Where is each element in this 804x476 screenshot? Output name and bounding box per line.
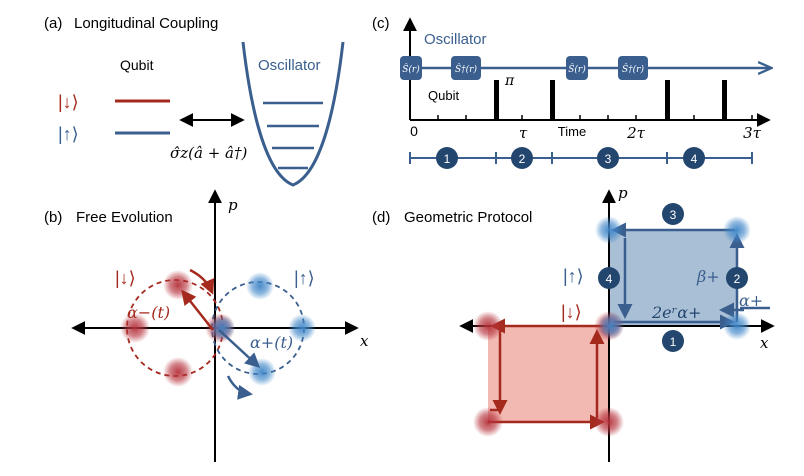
- alpha-plus-label: α+(t): [250, 333, 293, 352]
- time-ticks: [437, 115, 753, 120]
- svg-text:4: 4: [606, 272, 613, 286]
- svg-text:1: 1: [444, 152, 451, 166]
- d-step-badge-3: 3: [662, 203, 684, 225]
- alpha-minus-label: α−(t): [127, 303, 170, 322]
- panel-a: (a) Longitudinal Coupling Qubit Oscillat…: [44, 15, 345, 187]
- panel-b-label: (b): [44, 209, 62, 226]
- op-box-1: Ŝ(r): [400, 56, 422, 80]
- blue-state-blob: [246, 272, 274, 300]
- red-state-blob: [163, 357, 193, 387]
- d-x-label: x: [760, 334, 769, 352]
- step-badge-4: 4: [683, 147, 705, 169]
- panel-b: (b) Free Evolution p x |↓⟩ |↑⟩ α−(t) α+(…: [44, 189, 369, 462]
- blue-rotation-arrow: [226, 375, 253, 400]
- tick-2tau: 2τ: [626, 124, 646, 142]
- d-step-badge-1: 1: [662, 330, 684, 352]
- panel-d-title: Geometric Protocol: [404, 209, 532, 226]
- tick-tau: τ: [519, 124, 528, 142]
- alpha-minus-arrow: [181, 289, 214, 331]
- red-state-blob: [473, 311, 503, 341]
- alpha-label: α+: [739, 291, 763, 310]
- red-state-blob: [594, 407, 624, 437]
- svg-text:Ŝ†(r): Ŝ†(r): [622, 63, 644, 75]
- blue-state-blob: [595, 216, 623, 244]
- svg-text:Ŝ†(r): Ŝ†(r): [455, 63, 477, 75]
- red-state-blob: [120, 313, 150, 343]
- blue-state-blob: [723, 216, 751, 244]
- svg-text:Ŝ(r): Ŝ(r): [568, 63, 586, 75]
- coupling-term: σ̂z(â + â†): [170, 144, 247, 162]
- oscillator-line-label: Oscillator: [424, 31, 487, 48]
- blue-state-blob: [723, 312, 751, 340]
- op-box-4: Ŝ†(r): [618, 56, 648, 80]
- panel-c-label: (c): [372, 15, 390, 32]
- blue-state-blob: [598, 313, 624, 339]
- d-step-badge-2: 2: [726, 267, 748, 289]
- d-ket-up: |↑⟩: [563, 266, 584, 286]
- step-bar-ticks: [409, 152, 753, 164]
- pi-pulses: [494, 80, 727, 120]
- svg-text:3: 3: [670, 208, 677, 222]
- d-ket-down: |↓⟩: [561, 302, 582, 322]
- time-axis-label: Time: [558, 124, 586, 139]
- oscillator-levels: [263, 101, 323, 170]
- tick-0: 0: [410, 123, 418, 139]
- op-box-3: Ŝ(r): [566, 56, 588, 80]
- b-ket-up: |↑⟩: [294, 268, 315, 288]
- panel-c: (c) Oscillator Qubit π Ŝ(r) Ŝ†(r) Ŝ(r) Ŝ…: [372, 15, 770, 169]
- b-ket-down: |↓⟩: [115, 268, 136, 288]
- ket-up-label: |↑⟩: [58, 124, 79, 144]
- tick-3tau: 3τ: [743, 124, 762, 142]
- b-x-label: x: [360, 332, 369, 350]
- svg-text:3: 3: [605, 152, 612, 166]
- alpha-plus-arrow: [218, 329, 261, 369]
- panel-d: (d) Geometric Protocol p x: [372, 184, 775, 462]
- svg-text:1: 1: [670, 335, 677, 349]
- panel-b-title: Free Evolution: [76, 209, 173, 226]
- svg-text:Ŝ(r): Ŝ(r): [402, 63, 420, 75]
- ket-down-label: |↓⟩: [58, 92, 79, 112]
- svg-text:2: 2: [519, 152, 526, 166]
- svg-text:2: 2: [734, 272, 741, 286]
- blue-state-blob: [209, 315, 235, 341]
- beta-label: β+: [696, 267, 720, 286]
- qubit-label: Qubit: [120, 57, 154, 73]
- pi-pulse-label: π: [504, 73, 515, 89]
- red-rotation-arrow: [189, 268, 215, 295]
- qubit-line-label: Qubit: [428, 88, 459, 103]
- red-state-blob: [473, 407, 503, 437]
- b-p-label: p: [228, 196, 238, 214]
- red-protocol-area: [488, 326, 609, 422]
- panel-a-title: Longitudinal Coupling: [74, 15, 218, 32]
- blue-state-blob: [288, 314, 316, 342]
- panel-d-label: (d): [372, 209, 390, 226]
- op-box-2: Ŝ†(r): [451, 56, 481, 80]
- step-badge-3: 3: [597, 147, 619, 169]
- d-step-badge-4: 4: [598, 267, 620, 289]
- svg-text:4: 4: [691, 152, 698, 166]
- d-p-label: p: [618, 184, 628, 202]
- oscillator-potential-well: [241, 41, 345, 187]
- red-state-blob: [163, 270, 193, 300]
- step-badge-2: 2: [511, 147, 533, 169]
- squeezed-displacement-label: 2eʳα+: [651, 303, 701, 322]
- oscillator-label: Oscillator: [258, 57, 321, 74]
- panel-a-label: (a): [44, 15, 62, 32]
- step-badge-1: 1: [436, 147, 458, 169]
